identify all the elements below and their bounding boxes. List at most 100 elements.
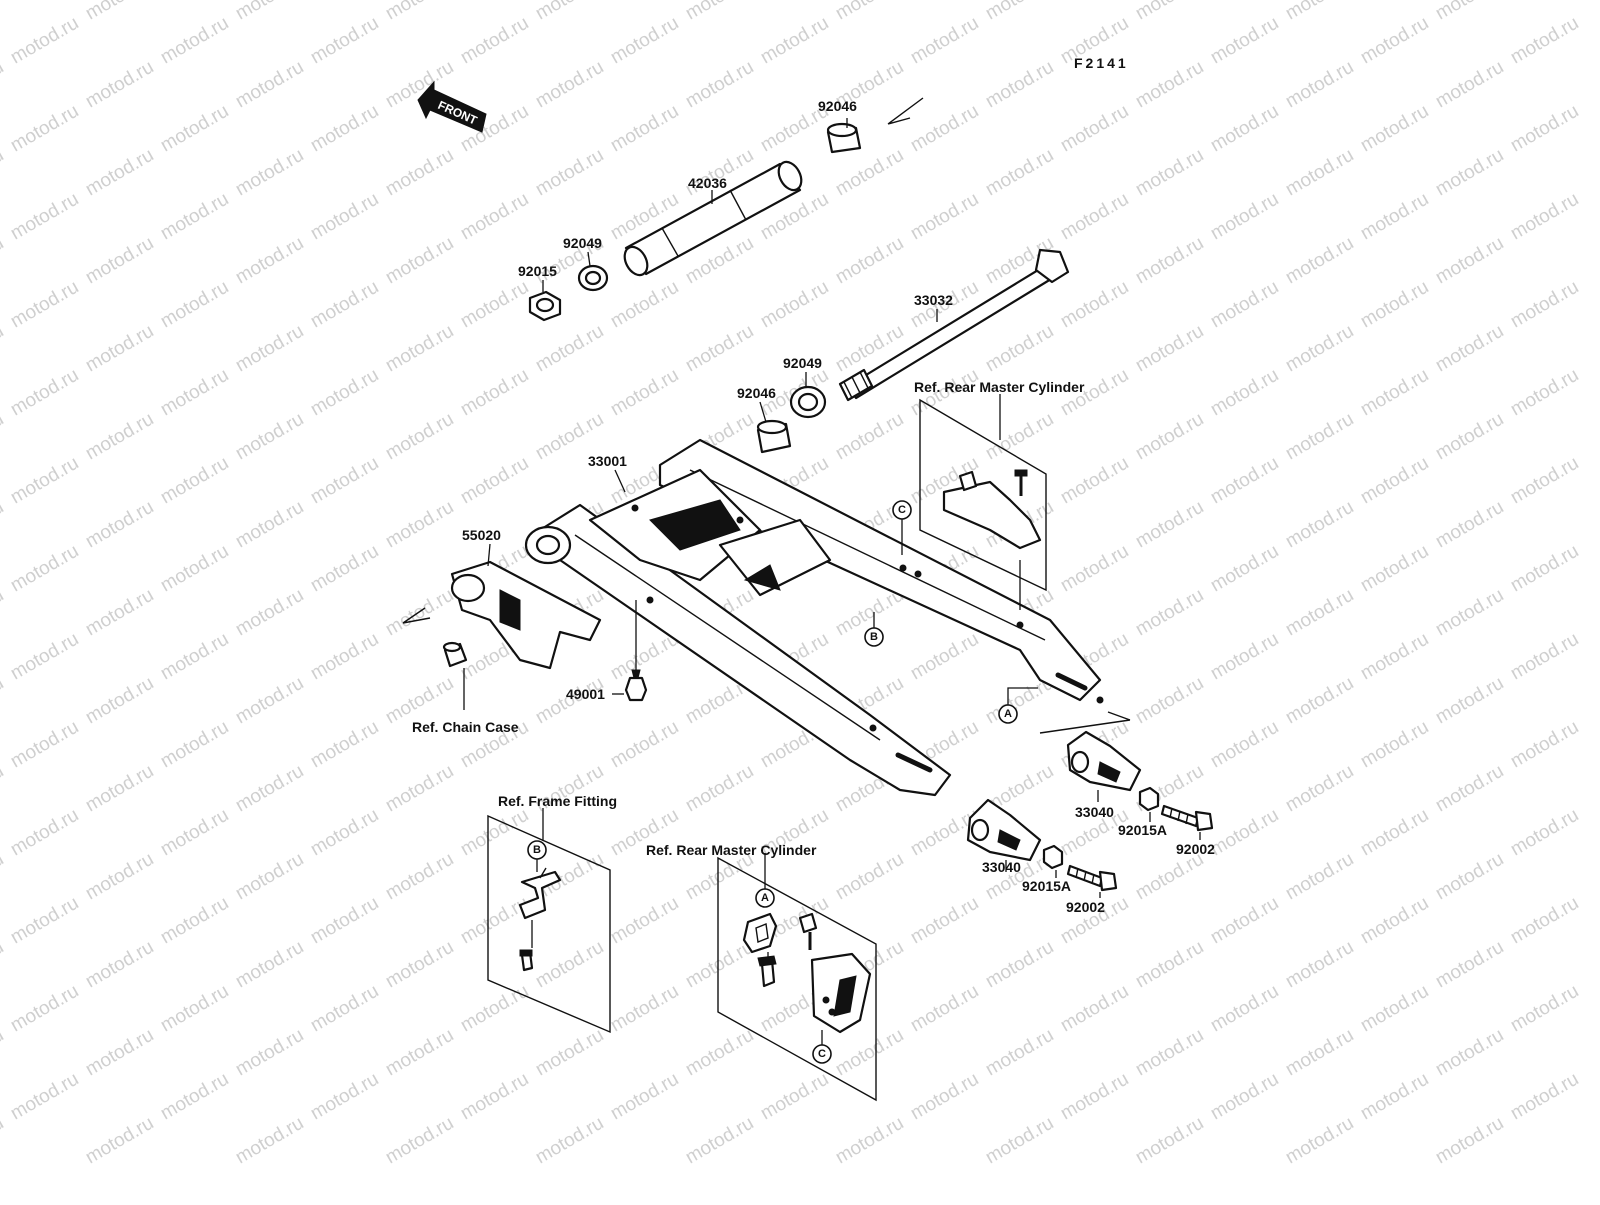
watermark-text: motod.ru bbox=[0, 497, 7, 553]
watermark-text: motod.ru bbox=[1507, 541, 1582, 597]
watermark-text: motod.ru bbox=[82, 497, 157, 553]
svg-text:C: C bbox=[818, 1048, 826, 1060]
watermark-text: motod.ru bbox=[1207, 101, 1282, 157]
watermark-text: motod.ru bbox=[457, 453, 532, 509]
watermark-text: motod.ru bbox=[1357, 717, 1432, 773]
watermark-text: motod.ru bbox=[382, 937, 457, 993]
watermark-text: motod.ru bbox=[157, 541, 232, 597]
watermark-text: motod.ru bbox=[307, 13, 382, 69]
watermark-text: motod.ru bbox=[1432, 57, 1507, 113]
watermark-text: motod.ru bbox=[232, 585, 307, 641]
watermark-text: motod.ru bbox=[232, 0, 307, 24]
watermark-text: motod.ru bbox=[532, 937, 607, 993]
watermark-text: motod.ru bbox=[232, 673, 307, 729]
watermark-text: motod.ru bbox=[457, 277, 532, 333]
watermark-text: motod.ru bbox=[1432, 937, 1507, 993]
watermark-text: motod.ru bbox=[157, 981, 232, 1037]
watermark-text: motod.ru bbox=[157, 805, 232, 861]
watermark-text: motod.ru bbox=[832, 233, 907, 289]
svg-text:B: B bbox=[870, 631, 878, 643]
watermark-text: motod.ru bbox=[1057, 541, 1132, 597]
watermark-text: motod.ru bbox=[682, 1025, 757, 1081]
marker-a-bottom: A bbox=[755, 888, 775, 908]
watermark-text: motod.ru bbox=[1132, 321, 1207, 377]
watermark-text: motod.ru bbox=[0, 1025, 7, 1081]
watermark-text: motod.ru bbox=[607, 1069, 682, 1125]
part-label-49001: 49001 bbox=[566, 686, 605, 702]
watermark-text: motod.ru bbox=[82, 321, 157, 377]
part-label-92015: 92015 bbox=[518, 263, 557, 279]
watermark-text: motod.ru bbox=[82, 145, 157, 201]
watermark-text: motod.ru bbox=[307, 189, 382, 245]
watermark-text: motod.ru bbox=[82, 1113, 157, 1169]
watermark-text: motod.ru bbox=[382, 585, 457, 641]
svg-text:A: A bbox=[1004, 708, 1012, 720]
watermark-text: motod.ru bbox=[1132, 57, 1207, 113]
watermark-text: motod.ru bbox=[82, 1025, 157, 1081]
watermark-text: motod.ru bbox=[382, 497, 457, 553]
watermark-text: motod.ru bbox=[1432, 321, 1507, 377]
oil-seal-mid bbox=[789, 372, 827, 419]
ref-frame-fitting: Ref. Frame Fitting bbox=[498, 793, 617, 809]
watermark-text: motod.ru bbox=[232, 321, 307, 377]
watermark-text: motod.ru bbox=[1507, 277, 1582, 333]
watermark-text: motod.ru bbox=[1357, 629, 1432, 685]
watermark-text: motod.ru bbox=[157, 629, 232, 685]
watermark-text: motod.ru bbox=[982, 0, 1057, 24]
chain-case-pin bbox=[442, 641, 468, 710]
chain-guide bbox=[450, 543, 602, 670]
grease-nipple bbox=[612, 600, 648, 702]
watermark-text: motod.ru bbox=[1507, 805, 1582, 861]
watermark-text: motod.ru bbox=[1507, 365, 1582, 421]
watermark-text: motod.ru bbox=[607, 101, 682, 157]
watermark-text: motod.ru bbox=[7, 981, 82, 1037]
watermark-text: motod.ru bbox=[7, 1069, 82, 1125]
watermark-text: motod.ru bbox=[982, 145, 1057, 201]
watermark-text: motod.ru bbox=[1207, 277, 1282, 333]
watermark-text: motod.ru bbox=[1507, 101, 1582, 157]
watermark-text: motod.ru bbox=[0, 57, 7, 113]
watermark-text: motod.ru bbox=[1282, 849, 1357, 905]
part-label-33040-right: 33040 bbox=[1075, 804, 1114, 820]
marker-b-arm: B bbox=[864, 612, 884, 647]
watermark-text: motod.ru bbox=[1282, 585, 1357, 641]
watermark-text: motod.ru bbox=[1132, 673, 1207, 729]
watermark-text: motod.ru bbox=[982, 1113, 1057, 1169]
watermark-text: motod.ru bbox=[307, 365, 382, 421]
watermark-text: motod.ru bbox=[7, 893, 82, 949]
watermark-text: motod.ru bbox=[1282, 761, 1357, 817]
watermark-text: motod.ru bbox=[232, 145, 307, 201]
part-label-92015A-left: 92015A bbox=[1022, 878, 1071, 894]
watermark-text: motod.ru bbox=[1132, 409, 1207, 465]
swingarm bbox=[524, 438, 1104, 797]
watermark-text: motod.ru bbox=[1432, 673, 1507, 729]
watermark-text: motod.ru bbox=[1282, 497, 1357, 553]
watermark-text: motod.ru bbox=[1432, 1025, 1507, 1081]
watermark-text: motod.ru bbox=[982, 937, 1057, 993]
watermark-text: motod.ru bbox=[307, 277, 382, 333]
adjuster-nut-left bbox=[1042, 844, 1064, 878]
watermark-text: motod.ru bbox=[907, 13, 982, 69]
watermark-text: motod.ru bbox=[82, 233, 157, 289]
pivot-shaft bbox=[838, 248, 1070, 402]
watermark-text: motod.ru bbox=[157, 1069, 232, 1125]
watermark-text: motod.ru bbox=[1057, 981, 1132, 1037]
watermark-text: motod.ru bbox=[1282, 1113, 1357, 1169]
watermark-text: motod.ru bbox=[1132, 145, 1207, 201]
watermark-text: motod.ru bbox=[832, 0, 907, 24]
watermark-text: motod.ru bbox=[1357, 981, 1432, 1037]
part-label-92002-right: 92002 bbox=[1176, 841, 1215, 857]
marker-b-frame: B bbox=[527, 840, 547, 860]
watermark-text: motod.ru bbox=[1507, 1069, 1582, 1125]
watermark-text: motod.ru bbox=[1207, 629, 1282, 685]
watermark-text: motod.ru bbox=[157, 453, 232, 509]
watermark-text: motod.ru bbox=[7, 453, 82, 509]
watermark-text: motod.ru bbox=[157, 13, 232, 69]
sleeve-collar bbox=[623, 160, 803, 277]
watermark-text: motod.ru bbox=[1057, 1069, 1132, 1125]
watermark-text: motod.ru bbox=[382, 1025, 457, 1081]
watermark-text: motod.ru bbox=[307, 541, 382, 597]
watermark-text: motod.ru bbox=[1432, 409, 1507, 465]
part-label-92015A-right: 92015A bbox=[1118, 822, 1167, 838]
